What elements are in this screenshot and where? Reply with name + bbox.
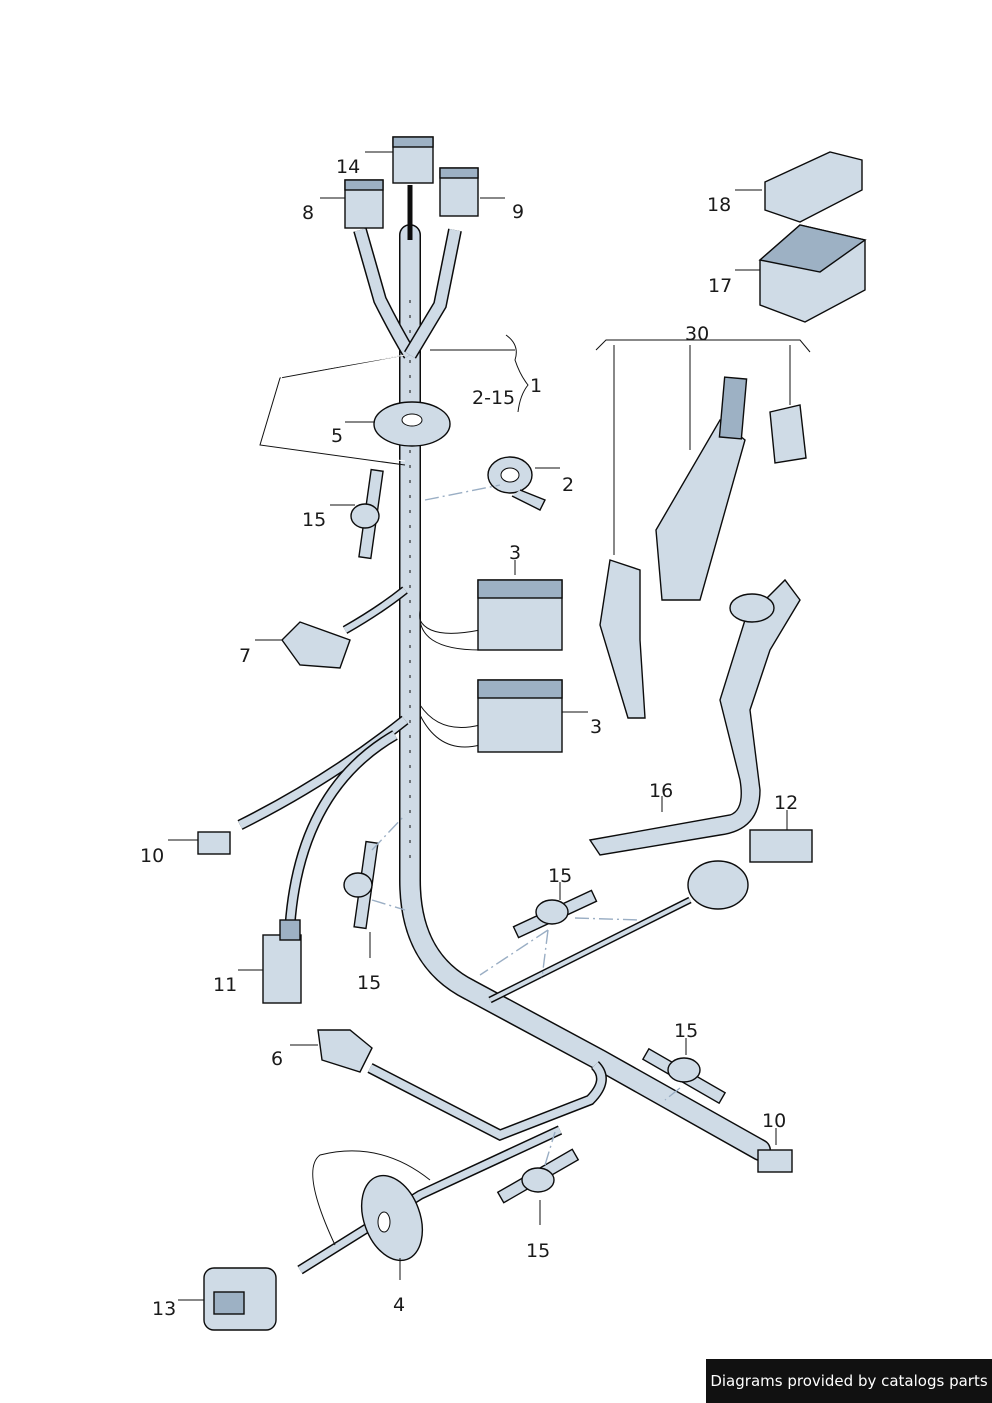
connector-block-3-lower [477,679,563,753]
relay-carrier-17 [758,224,867,323]
connector-9 [439,167,479,217]
cable-tie-15-c [512,889,598,939]
connector-12 [687,829,813,910]
grommet-4 [360,1174,424,1262]
callout-15-d: 15 [674,1020,698,1042]
callout-12: 12 [774,792,798,814]
credit-banner: Diagrams provided by catalogs parts [706,1359,992,1403]
callout-7: 7 [239,645,251,667]
connector-11 [262,919,302,1004]
cable-tie-15-a [350,468,384,560]
callout-15-a: 15 [302,509,326,531]
callout-16: 16 [649,780,673,802]
callout-4: 4 [393,1294,405,1316]
connector-13 [203,1267,277,1331]
connector-8 [344,179,384,229]
callout-9: 9 [512,201,524,223]
callout-15-b: 15 [357,972,381,994]
hose-16 [588,578,801,856]
cable-tie-15-d [641,1047,727,1105]
callout-17: 17 [708,275,732,297]
connector-14 [392,136,434,184]
harness-trunk [399,224,771,1161]
callout-1: 1 [530,375,542,397]
callout-18: 18 [707,194,731,216]
callout-30: 30 [685,323,709,345]
harness-left-branches [237,586,409,926]
sensor-6 [317,1029,373,1073]
callout-15-e: 15 [526,1240,550,1262]
leader-lines [168,151,811,1301]
callout-11: 11 [213,974,237,996]
grommet-set-30 [599,376,807,719]
sensor-7 [281,621,351,669]
loop-wires [259,354,481,1246]
connector-10-right [757,1149,793,1173]
callout-10-a: 10 [140,845,164,867]
relation-lines [371,484,681,1166]
cover-18 [764,151,863,223]
cable-tie-15-b [343,840,379,930]
cable-tie-15-e [496,1148,580,1204]
connector-10-left [197,831,231,855]
harness-upper-branches [353,185,462,359]
callout-2-15: 2-15 [472,387,515,409]
callout-13: 13 [152,1298,176,1320]
callout-3-a: 3 [509,542,521,564]
callout-2: 2 [562,474,574,496]
tape-roll-2 [487,456,546,511]
callout-10-b: 10 [762,1110,786,1132]
callout-6: 6 [271,1048,283,1070]
callout-14: 14 [336,156,360,178]
harness-lower-branches [297,896,692,1275]
callout-15-c: 15 [548,865,572,887]
callout-5: 5 [331,425,343,447]
callout-3-b: 3 [590,716,602,738]
grommet-5 [373,401,451,447]
callout-labels: 14 8 9 1 2-15 5 2 15 3 7 3 10 15 11 15 1… [140,156,798,1320]
callout-8: 8 [302,202,314,224]
connector-block-3-upper [477,579,563,651]
